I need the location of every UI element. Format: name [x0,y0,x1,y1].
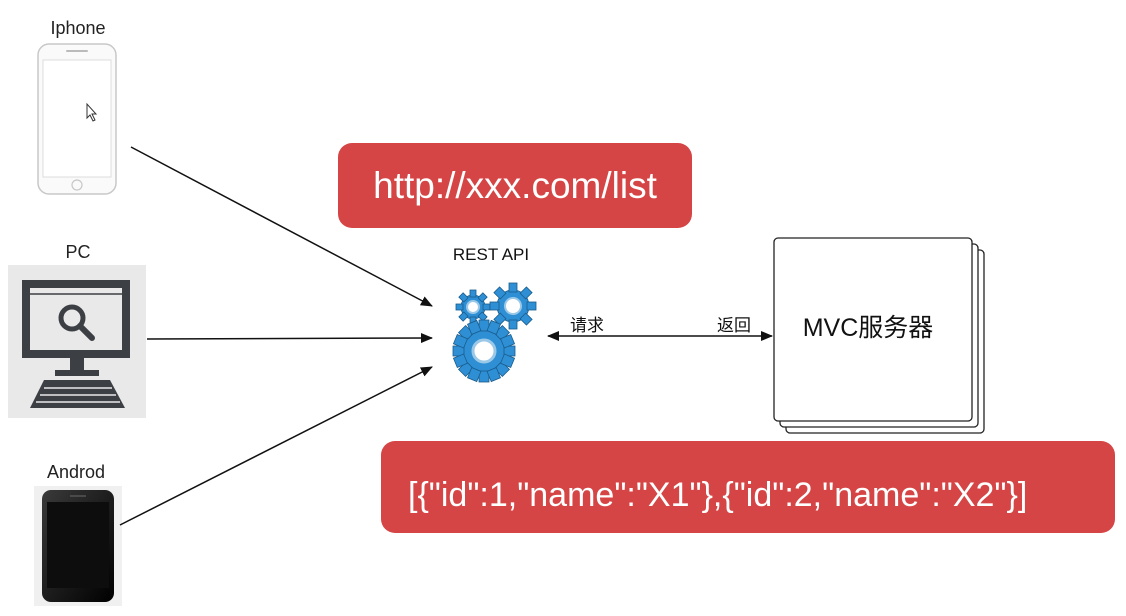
request-label: 请求 [570,316,604,336]
pc-label: PC [65,242,91,262]
android-phone-icon [34,486,122,606]
iphone-arrow [130,146,433,307]
keyboard-icon [30,380,125,408]
url-callout: http://xxx.com/list [338,143,692,228]
json-response-callout: [{"id":1,"name":"X1"},{"id":2,"name":"X2… [381,441,1115,533]
mouse-cursor-icon [86,102,98,122]
rest-api-label: REST API [453,245,529,264]
gears-icon [452,282,537,383]
iphone-icon [37,43,117,195]
android-arrow [119,366,433,526]
pc-arrow [146,333,433,344]
mvc-server-box [773,237,985,434]
iphone-label: Iphone [50,18,106,38]
android-label: Androd [46,462,106,482]
server-label: MVC服务器 [803,314,934,342]
search-icon [58,304,95,341]
response-label: 返回 [717,316,751,336]
